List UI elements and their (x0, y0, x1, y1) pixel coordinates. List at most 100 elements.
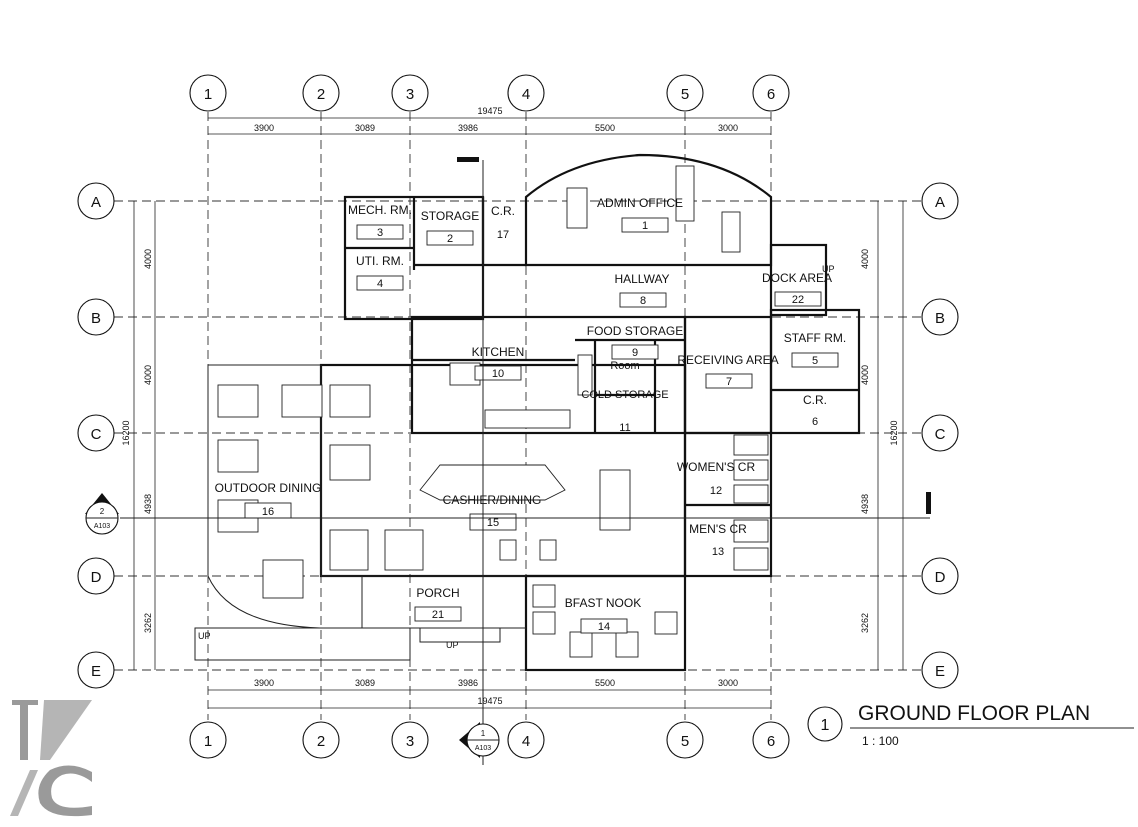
section-1-sheet: A103 (475, 745, 491, 752)
grid-label-bottom-6: 6 (767, 733, 775, 750)
dimension-top: 19475 3900 3089 3986 5500 3000 (208, 106, 771, 135)
room-number-4: 4 (377, 278, 383, 290)
room-number-17: 17 (497, 229, 509, 241)
dim-col-5-top: 3000 (718, 123, 738, 133)
room-name-11: COLD STORAGE (581, 389, 668, 401)
grid-label-left-e: E (91, 663, 101, 680)
up-label-2: UP (446, 640, 459, 650)
dim-col-3-bottom: 3986 (458, 678, 478, 688)
grid-label-right-b: B (935, 310, 945, 327)
title-block: 1 GROUND FLOOR PLAN 1 : 100 (807, 702, 1134, 748)
room-number-22: 22 (792, 294, 804, 306)
room-name-21: PORCH (416, 586, 459, 600)
drawing-scale: 1 : 100 (862, 734, 899, 748)
dim-total-depth-left: 16200 (121, 420, 131, 445)
room-name-4: UTI. RM. (356, 254, 404, 268)
room-name-5: STAFF RM. (784, 331, 846, 345)
grid-label-left-c: C (91, 426, 102, 443)
grid-label-top-3: 3 (406, 86, 414, 103)
room-name-9: FOOD STORAGE (587, 324, 683, 338)
grid-bubbles-top: 1 2 3 4 5 6 (189, 74, 790, 112)
section-2-number: 2 (100, 507, 105, 516)
room-number-9: 9 (632, 347, 638, 359)
room-name-17: C.R. (491, 204, 515, 218)
grid-label-right-c: C (935, 426, 946, 443)
grid-label-left-d: D (91, 569, 102, 586)
room-name-15: CASHIER/DINING (443, 493, 542, 507)
room-number-3: 3 (377, 227, 383, 239)
room-name-3: MECH. RM. (348, 203, 412, 217)
grid-label-bottom-4: 4 (522, 733, 530, 750)
room-name-12: WOMEN'S CR (677, 460, 756, 474)
dim-row-3-right: 4938 (860, 494, 870, 514)
grid-label-right-a: A (935, 194, 945, 211)
dim-col-3-top: 3986 (458, 123, 478, 133)
grid-bubbles-right: A B C D E (921, 182, 959, 689)
room-name-10: KITCHEN (472, 345, 525, 359)
dim-row-2-right: 4000 (860, 365, 870, 385)
room-number-7: 7 (726, 376, 732, 388)
room-number-13: 13 (712, 546, 724, 558)
dim-row-4-left: 3262 (143, 613, 153, 633)
dim-total-depth-right: 16200 (889, 420, 899, 445)
room-number-1: 1 (642, 220, 648, 232)
view-number: 1 (821, 717, 830, 734)
grid-label-bottom-3: 3 (406, 733, 414, 750)
up-label-1: UP (198, 631, 211, 641)
dim-col-4-top: 5500 (595, 123, 615, 133)
grid-label-top-2: 2 (317, 86, 325, 103)
section-1-number: 1 (481, 729, 486, 738)
dimension-left: 16200 4000 4000 4938 3262 (121, 201, 156, 670)
room-name-1: ADMIN OFFICE (597, 196, 683, 210)
room-name-22: DOCK AREA (762, 271, 832, 285)
room-number-21: 21 (432, 609, 444, 621)
dim-row-4-right: 3262 (860, 613, 870, 633)
grid-label-top-1: 1 (204, 86, 212, 103)
grid-label-left-a: A (91, 194, 101, 211)
grid-label-bottom-5: 5 (681, 733, 689, 750)
room-name-2: STORAGE (421, 209, 479, 223)
room-label-room: Room (610, 360, 639, 372)
furniture (217, 165, 769, 658)
dim-total-width-bottom: 19475 (477, 696, 502, 706)
section-marker-2: 2 A103 (85, 492, 931, 535)
section-2-sheet: A103 (94, 523, 110, 530)
dim-row-1-left: 4000 (143, 249, 153, 269)
room-number-5: 5 (812, 355, 818, 367)
grid-label-bottom-1: 1 (204, 733, 212, 750)
jc-logo (10, 700, 92, 817)
room-number-14: 14 (598, 621, 610, 633)
dim-row-2-left: 4000 (143, 365, 153, 385)
dim-col-5-bottom: 3000 (718, 678, 738, 688)
grid-label-bottom-2: 2 (317, 733, 325, 750)
room-number-15: 15 (487, 517, 499, 529)
grid-bubbles-bottom: 1 2 3 4 5 6 (189, 721, 790, 759)
dim-col-2-bottom: 3089 (355, 678, 375, 688)
grid-label-left-b: B (91, 310, 101, 327)
grid-label-right-e: E (935, 663, 945, 680)
room-name-16: OUTDOOR DINING (215, 481, 322, 495)
room-number-11: 11 (619, 422, 630, 434)
dim-row-1-right: 4000 (860, 249, 870, 269)
grid-label-top-6: 6 (767, 86, 775, 103)
dimension-right: 4000 4000 4938 3262 16200 (860, 201, 904, 670)
dim-col-4-bottom: 5500 (595, 678, 615, 688)
room-name-6: C.R. (803, 393, 827, 407)
dim-row-3-left: 4938 (143, 494, 153, 514)
grid-bubbles-left: A B C D E (77, 182, 115, 689)
grid-label-right-d: D (935, 569, 946, 586)
room-number-2: 2 (447, 233, 453, 245)
room-number-16: 16 (262, 506, 274, 518)
drawing-title: GROUND FLOOR PLAN (858, 702, 1090, 725)
room-name-13: MEN'S CR (689, 522, 747, 536)
room-number-12: 12 (710, 485, 722, 497)
section-marker-1: 1 A103 (457, 157, 500, 765)
dim-col-2-top: 3089 (355, 123, 375, 133)
room-number-10: 10 (492, 368, 504, 380)
dim-col-1-top: 3900 (254, 123, 274, 133)
grid-label-top-4: 4 (522, 86, 530, 103)
room-number-8: 8 (640, 295, 646, 307)
room-name-14: BFAST NOOK (565, 596, 641, 610)
room-number-6: 6 (812, 416, 818, 428)
